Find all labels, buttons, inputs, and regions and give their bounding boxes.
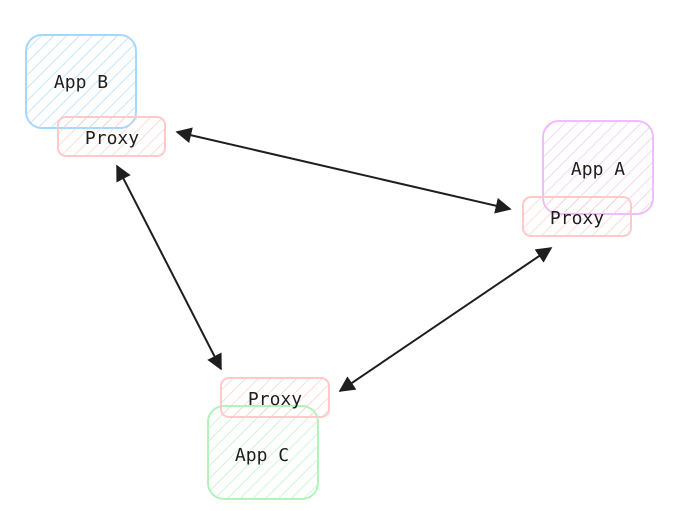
node-proxy-a[interactable]: [522, 196, 632, 237]
node-group-app-c: App C Proxy: [207, 377, 330, 500]
node-proxy-b-label: Proxy: [85, 128, 139, 149]
node-group-app-a: App A Proxy: [522, 120, 654, 237]
edges: [116, 127, 553, 392]
node-app-b-label: App B: [54, 72, 108, 93]
edge-proxy-b-proxy-a[interactable]: [175, 127, 512, 214]
edge-proxy-b-proxy-c[interactable]: [116, 164, 222, 371]
node-app-c-label: App C: [235, 445, 289, 466]
edge-proxy-c-proxy-a[interactable]: [338, 247, 553, 392]
node-group-app-b: App B Proxy: [25, 34, 166, 157]
node-proxy-a-label: Proxy: [550, 208, 604, 229]
node-app-a-label: App A: [571, 159, 625, 180]
node-proxy-c-label: Proxy: [248, 389, 302, 410]
node-proxy-c[interactable]: [220, 377, 330, 418]
node-proxy-b[interactable]: [57, 116, 166, 157]
